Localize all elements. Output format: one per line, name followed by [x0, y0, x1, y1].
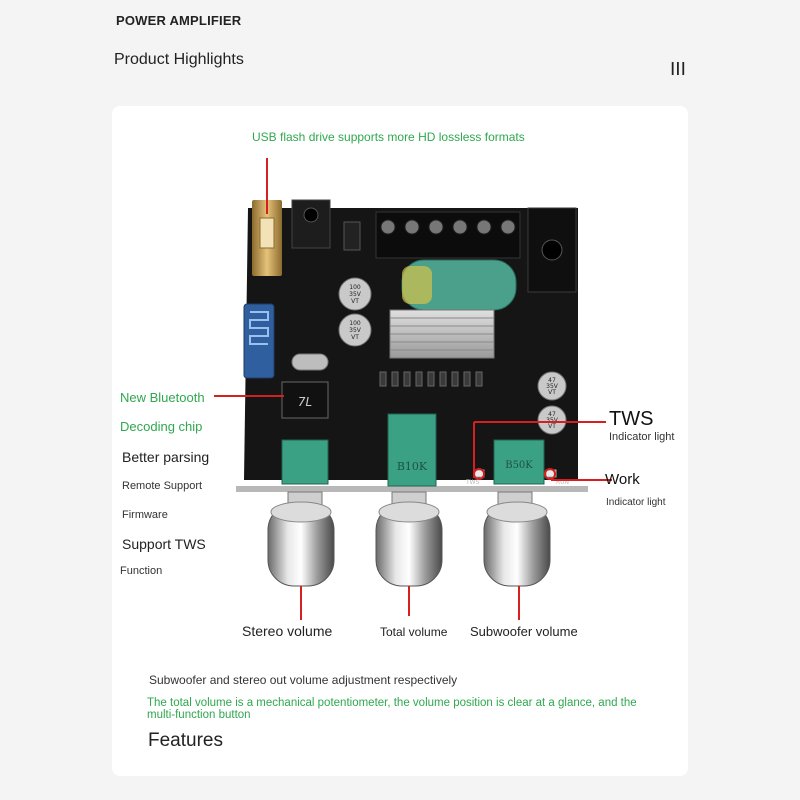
capacitor-3: 47 35V VT [537, 371, 567, 401]
bluetooth-label: New Bluetooth [120, 390, 205, 405]
work-label: Work [605, 471, 640, 488]
capacitor-4: 47 35V VT [537, 405, 567, 435]
svg-text:B50K: B50K [505, 460, 533, 471]
svg-text:100: 100 [349, 284, 361, 291]
svg-text:TWS: TWS [465, 479, 480, 486]
total-volume-knob [375, 501, 443, 587]
volume-adjust-note: Subwoofer and stereo out volume adjustme… [149, 673, 458, 687]
better-parsing-label: Better parsing [122, 449, 210, 465]
page-title: POWER AMPLIFIER [116, 13, 242, 28]
subwoofer-volume-label: Subwoofer volume [470, 624, 578, 639]
svg-text:VT: VT [351, 298, 359, 305]
tws-indicator-label: Indicator light [609, 431, 675, 443]
features-heading: Features [148, 730, 223, 751]
subwoofer-pot [493, 439, 545, 485]
svg-text:35V: 35V [349, 291, 362, 298]
svg-text:7L: 7L [298, 395, 312, 409]
audio-jack [291, 199, 331, 249]
total-volume-label: Total volume [380, 625, 448, 639]
decoding-chip-label: Decoding chip [120, 419, 203, 434]
svg-text:VT: VT [351, 334, 359, 341]
svg-text:35V: 35V [546, 417, 559, 424]
svg-text:B10K: B10K [397, 460, 428, 473]
total-pot [387, 413, 437, 487]
section-marker: III [670, 59, 686, 80]
remote-support-label: Remote Support [122, 480, 203, 492]
capacitor-2: 100 35V VT [338, 313, 372, 347]
dc-power-jack [527, 207, 577, 293]
work-indicator-label: Indicator light [606, 497, 666, 508]
svg-text:100: 100 [349, 320, 361, 327]
tws-label: TWS [609, 408, 654, 430]
section-subtitle: Product Highlights [114, 51, 244, 68]
decoding-chip [281, 381, 329, 419]
bluetooth-antenna [243, 303, 275, 379]
svg-text:VT: VT [548, 389, 556, 396]
svg-text:35V: 35V [546, 383, 559, 390]
speaker-terminal-block [375, 211, 521, 259]
usb-label: USB flash drive supports more HD lossles… [252, 130, 525, 144]
svg-text:VT: VT [548, 423, 556, 430]
mounting-plate [236, 486, 588, 492]
svg-text:RUN: RUN [556, 479, 569, 486]
support-tws-label: Support TWS [122, 536, 206, 552]
potentiometer-note: The total volume is a mechanical potenti… [147, 697, 637, 721]
subwoofer-volume-knob [483, 501, 551, 587]
svg-text:35V: 35V [349, 327, 362, 334]
function-label: Function [120, 565, 163, 577]
stereo-pot [281, 439, 329, 485]
capacitor-1: 100 35V VT [338, 277, 372, 311]
svg-text:47: 47 [548, 377, 556, 384]
stereo-volume-label: Stereo volume [242, 623, 333, 639]
svg-text:47: 47 [548, 411, 556, 418]
stereo-volume-knob [267, 501, 335, 587]
firmware-label: Firmware [122, 509, 168, 521]
